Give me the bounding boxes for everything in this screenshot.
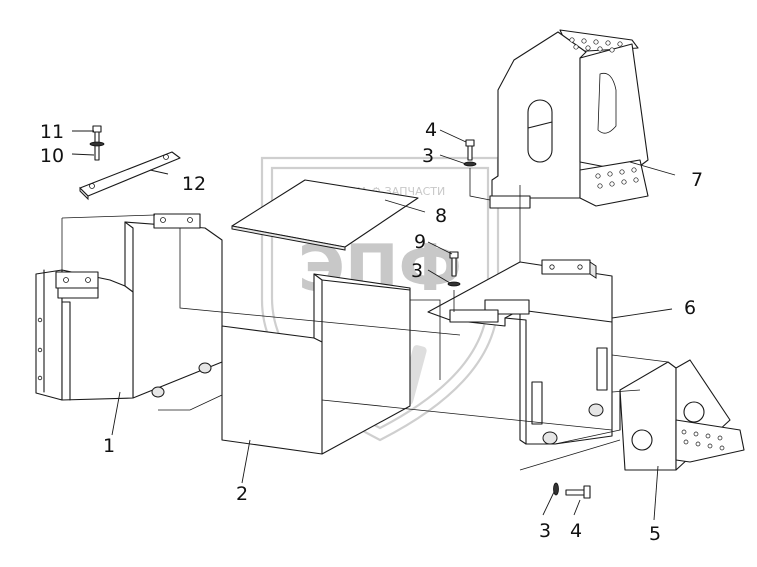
- callout-3-upper: 3: [422, 145, 434, 167]
- bolt-9: [449, 251, 459, 277]
- lower-step-holes: [681, 429, 725, 451]
- callout-12: 12: [182, 173, 206, 195]
- bolt-lower-4: [565, 485, 591, 499]
- callout-4-upper: 4: [425, 119, 437, 141]
- callout-2: 2: [236, 483, 248, 505]
- callout-6: 6: [684, 297, 696, 319]
- assembly-guide-lines: [61, 168, 669, 471]
- part-12-plate: [79, 151, 181, 201]
- washer-upper-3: [463, 161, 477, 167]
- bolt-upper-4: [465, 139, 475, 161]
- callout-3-lower: 3: [539, 520, 551, 542]
- part-2-front-cover: [221, 273, 411, 455]
- washer-lower-3: [553, 482, 559, 496]
- callout-5: 5: [649, 523, 661, 545]
- part-5-lower-step: [619, 359, 745, 471]
- part-8-cover-plate: [231, 179, 419, 251]
- part-6-frame: [427, 259, 613, 445]
- callout-3-middle: 3: [411, 260, 423, 282]
- callout-1: 1: [103, 435, 115, 457]
- part-10-washer: [89, 141, 105, 147]
- callout-9: 9: [414, 231, 426, 253]
- callout-4-lower: 4: [570, 520, 582, 542]
- callout-7: 7: [691, 169, 703, 191]
- washer-middle-3: [447, 281, 461, 287]
- callout-10: 10: [40, 145, 64, 167]
- leader-lines: [71, 129, 676, 521]
- callout-labels: 11 10 12 8 4 3 9 3 6 7 1 2 3 4 5: [40, 119, 703, 545]
- callout-11: 11: [40, 121, 64, 143]
- upper-step-holes: [569, 37, 639, 189]
- part-7-upper-step: [489, 29, 649, 209]
- callout-8: 8: [435, 205, 447, 227]
- part-1-side-panel: [35, 213, 223, 401]
